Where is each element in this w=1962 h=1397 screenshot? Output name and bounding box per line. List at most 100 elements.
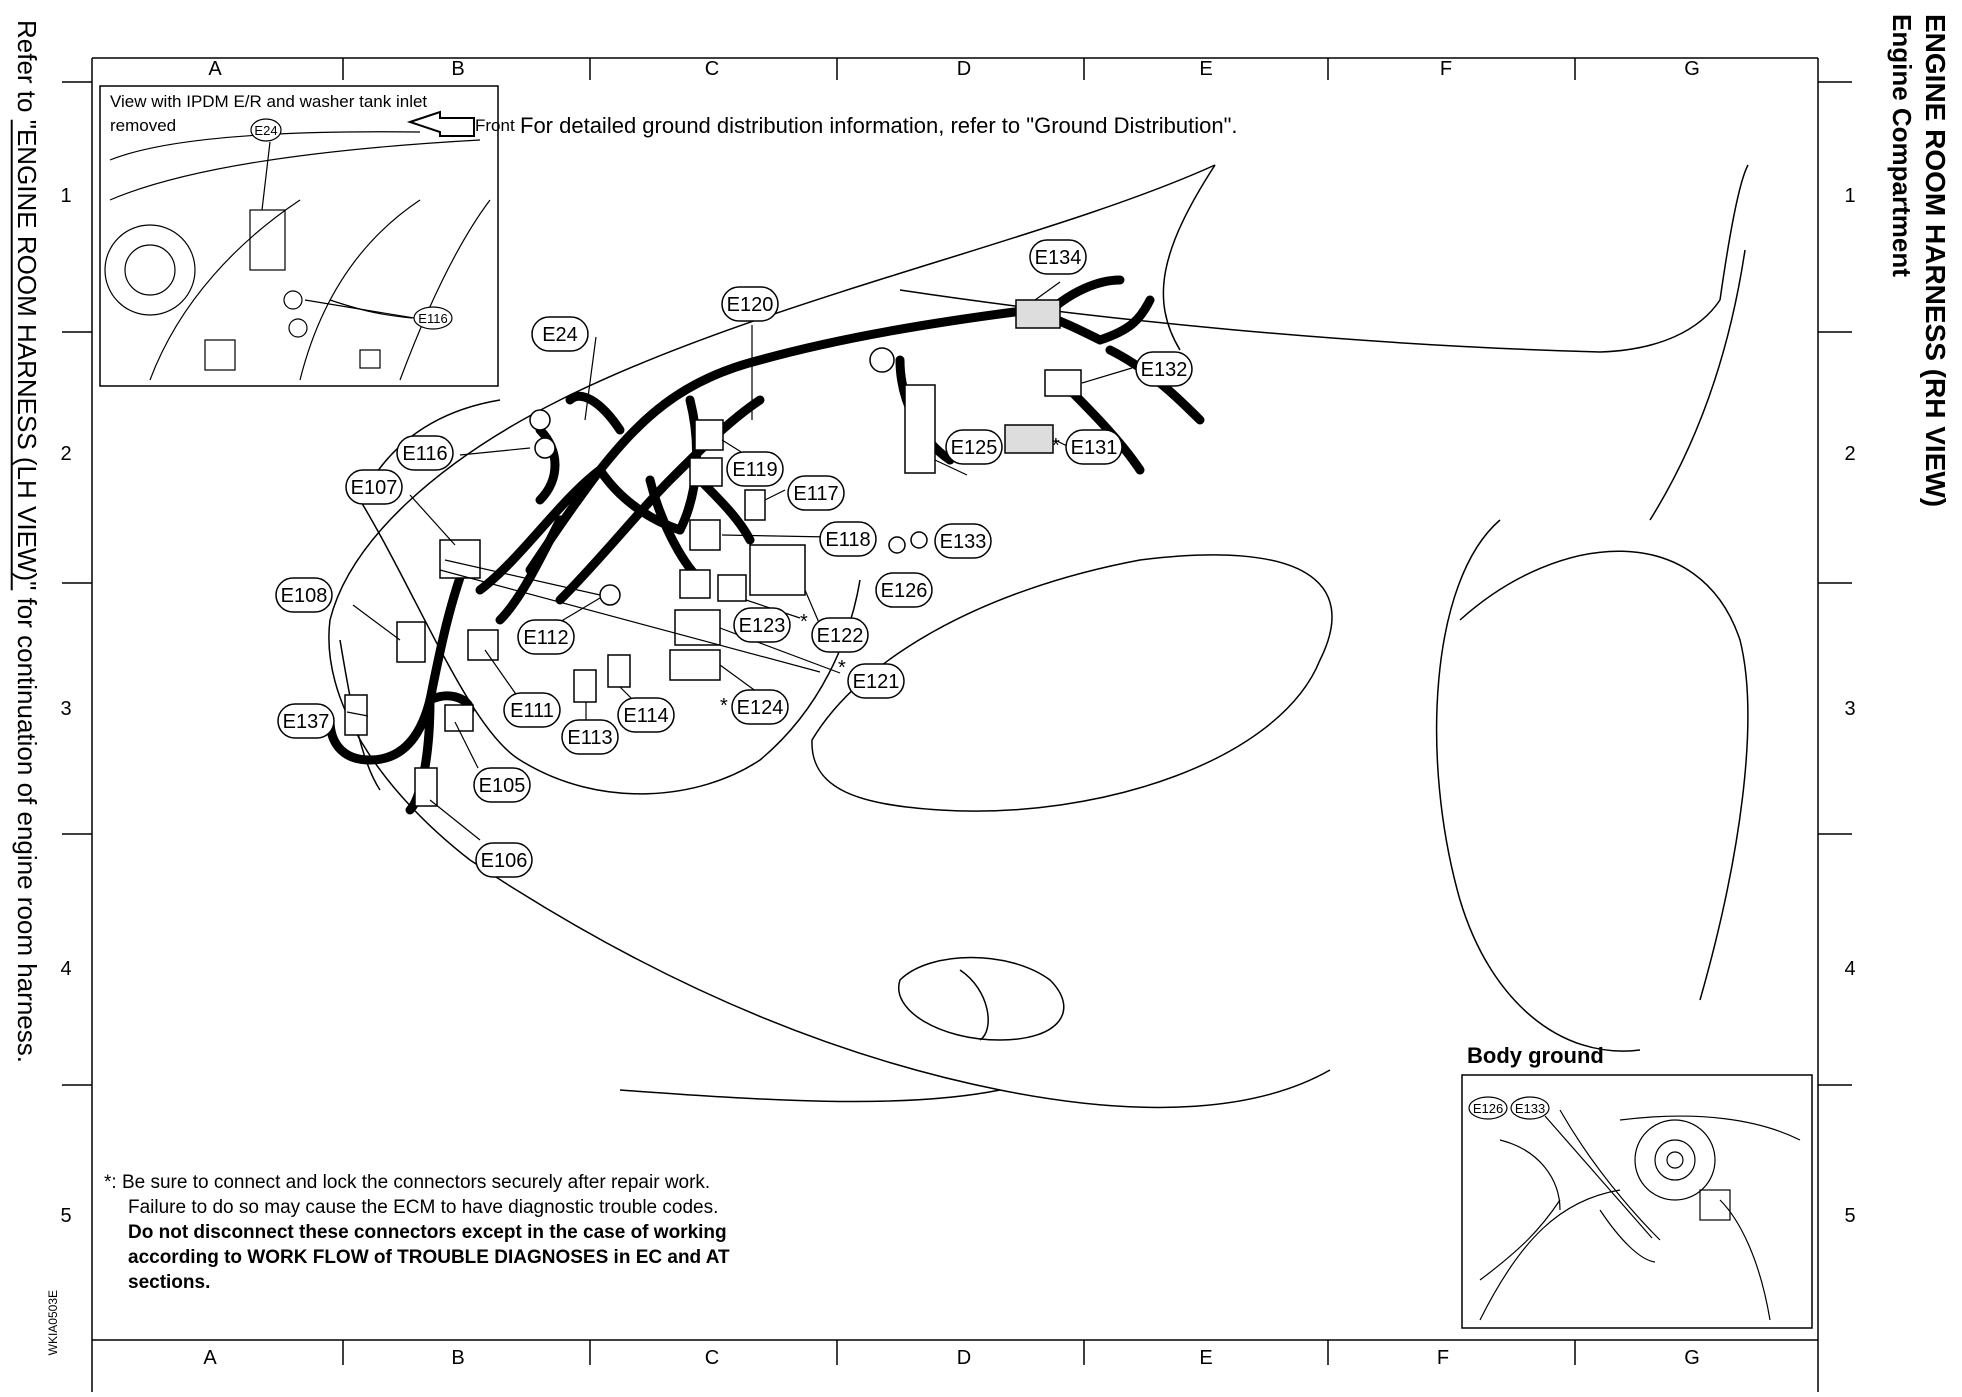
connector-e105-shape <box>444 704 474 732</box>
connector-e122-shape <box>749 544 806 596</box>
front-label: Front <box>475 116 515 135</box>
callout-e111-label: E111 <box>510 700 554 722</box>
callout-e122-label: E122 <box>817 625 864 647</box>
connector-e134-shape <box>1015 299 1061 329</box>
footnote-line-5: sections. <box>128 1272 211 1293</box>
callout-e114: E114 <box>617 697 675 733</box>
side-note-prefix: Refer to <box>12 20 42 120</box>
callout-e119: E119 <box>726 451 784 487</box>
col-label-a: A <box>208 58 222 80</box>
title-main: ENGINE ROOM HARNESS (RH VIEW) <box>1920 14 1951 508</box>
ground-e126-terminal <box>888 536 906 554</box>
row-label-4: 4 <box>60 958 71 980</box>
ground-distribution-note: For detailed ground distribution informa… <box>520 113 1238 138</box>
callout-e108: E108 <box>275 577 333 613</box>
callout-e118: E118 <box>819 521 877 557</box>
ground-e112-terminal <box>599 584 621 606</box>
callout-e117-label: E117 <box>793 483 838 505</box>
connector-e123-b-shape <box>717 574 747 602</box>
callout-e116: E116 <box>396 435 454 471</box>
connector-e113-shape <box>573 669 597 703</box>
row-label-4: 4 <box>1844 958 1855 980</box>
col-label-c: C <box>705 1347 719 1369</box>
col-label-a: A <box>203 1347 217 1369</box>
connector-e121-shape <box>674 609 721 646</box>
col-label-f: F <box>1437 1347 1449 1369</box>
callout-e105: E105 <box>473 767 531 803</box>
leader-lines <box>346 281 1133 841</box>
asterisk-e124: * <box>720 695 728 717</box>
callout-e124-label: E124 <box>737 697 784 719</box>
row-label-3: 3 <box>1844 698 1855 720</box>
col-label-e: E <box>1199 58 1212 80</box>
connector-e125-clip <box>869 347 895 373</box>
col-label-b: B <box>451 1347 464 1369</box>
body-ground-title: Body ground <box>1467 1043 1604 1068</box>
callout-e132: E132 <box>1135 351 1193 387</box>
footnote-line-4: according to WORK FLOW of TROUBLE DIAGNO… <box>128 1247 730 1268</box>
callout-e121-label: E121 <box>853 671 900 693</box>
column-labels-bottom: A B C D E F G <box>203 1347 1699 1369</box>
callout-e133-label: E133 <box>940 531 987 553</box>
col-label-d: D <box>957 1347 971 1369</box>
row-label-1: 1 <box>60 185 71 207</box>
callout-e134-label: E134 <box>1035 247 1082 269</box>
col-label-d: D <box>957 58 971 80</box>
footnote-line-3: Do not disconnect these connectors excep… <box>128 1222 727 1243</box>
connector-e117-shape <box>744 489 766 521</box>
grid-frame <box>62 57 1852 1392</box>
row-labels-left: 1 2 3 4 5 <box>60 185 71 1227</box>
callout-e107: E107 <box>345 469 403 505</box>
inset-bottom-e126-label: E126 <box>1473 1101 1503 1116</box>
inset-top-e116-label: E116 <box>418 311 447 326</box>
callout-e107-label: E107 <box>351 477 398 499</box>
callout-e131-label: E131 <box>1071 437 1118 459</box>
row-label-5: 5 <box>1844 1205 1855 1227</box>
callout-e106-label: E106 <box>481 850 528 872</box>
callout-e120-label: E120 <box>727 294 774 316</box>
connector-e106-shape <box>414 767 438 807</box>
row-label-1: 1 <box>1844 185 1855 207</box>
callout-e106: E106 <box>475 842 533 878</box>
connector-e137-shape <box>344 694 368 736</box>
inset-bottom-e133-label: E133 <box>1515 1101 1545 1116</box>
lh-view-link[interactable]: "ENGINE ROOM HARNESS (LH VIEW)" <box>12 119 42 591</box>
callout-e133: E133 <box>934 523 992 559</box>
callout-e119-label: E119 <box>732 459 777 481</box>
inset-top-left: E24 E116 <box>99 85 499 387</box>
connector-shapes <box>344 299 1082 807</box>
col-label-g: G <box>1684 58 1700 80</box>
ground-e133-terminal <box>910 531 928 549</box>
callout-e121: E121 <box>847 663 905 699</box>
callout-e113: E113 <box>561 719 619 755</box>
col-label-b: B <box>451 58 464 80</box>
connector-e124-shape <box>669 649 721 681</box>
callout-e124: E124 <box>731 689 789 725</box>
callout-e120: E120 <box>721 286 779 322</box>
column-labels-top: A B C D E F G <box>208 58 1699 80</box>
ground-e116-terminal <box>534 437 556 459</box>
callout-e113-label: E113 <box>567 727 612 749</box>
footnote-marker: *: <box>104 1172 117 1193</box>
callout-e125-label: E125 <box>951 437 998 459</box>
connector-e114-shape <box>607 654 631 688</box>
callout-e24: E24 <box>531 316 589 352</box>
connector-e132-shape <box>1044 369 1082 397</box>
callout-e134: E134 <box>1029 239 1087 275</box>
callouts: E134 E132 E131 E125 E133 E126 E120 E119 … <box>275 239 1193 878</box>
col-label-f: F <box>1440 58 1452 80</box>
connector-e108-shape <box>396 621 426 663</box>
asterisks: * * * * <box>720 435 1060 717</box>
connector-e119-shape <box>694 419 724 451</box>
inset-body-ground: E126 E133 <box>1461 1074 1813 1329</box>
connector-e107-shape <box>439 539 481 579</box>
callout-e132-label: E132 <box>1141 359 1188 381</box>
callout-e123-label: E123 <box>739 615 786 637</box>
callout-e123: E123 <box>733 607 791 643</box>
connector-e119-b-shape <box>689 457 723 487</box>
callout-e137-label: E137 <box>283 711 330 733</box>
callout-e111: E111 <box>503 692 561 728</box>
row-label-2: 2 <box>1844 443 1855 465</box>
side-note-suffix: for continuation of engine room harness. <box>12 590 42 1063</box>
